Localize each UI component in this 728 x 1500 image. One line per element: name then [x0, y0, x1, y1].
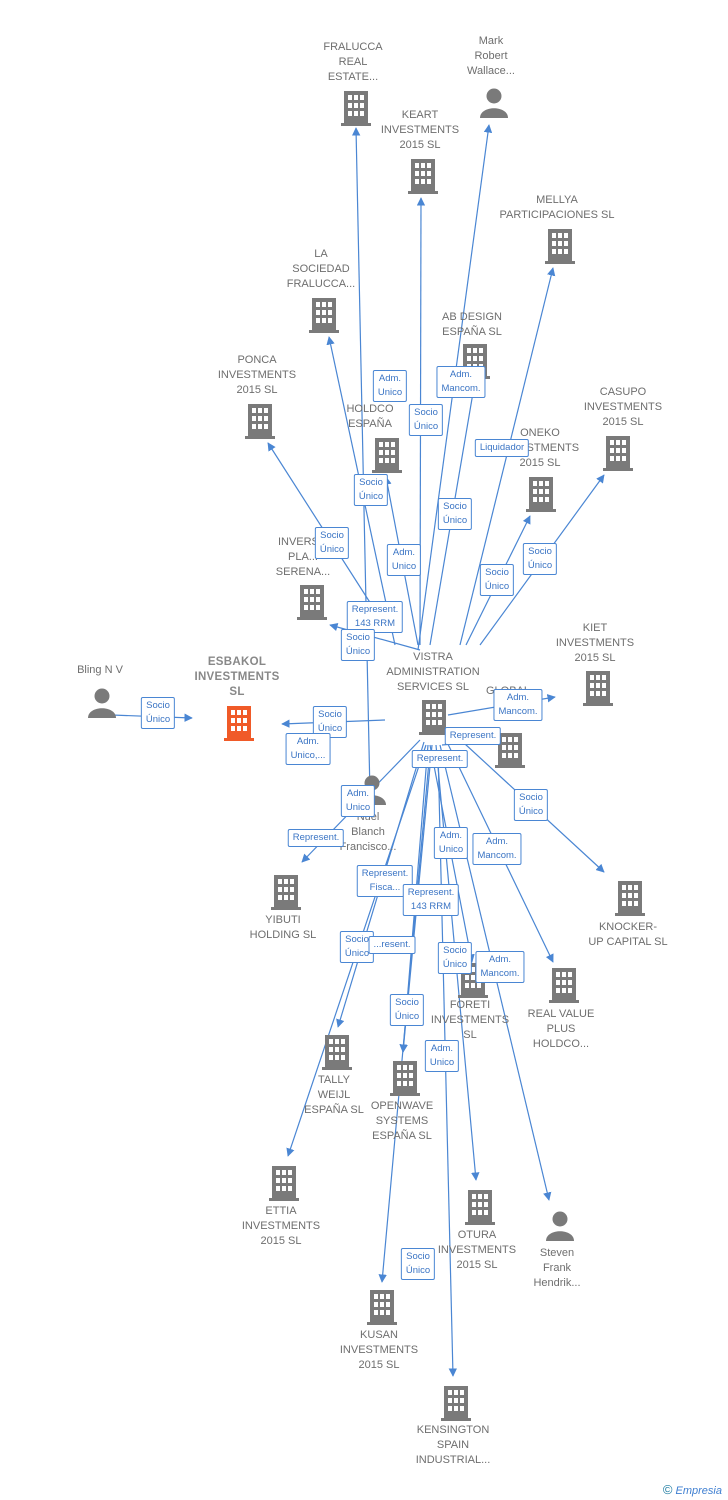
edge-label-31: Socio Único [400, 1248, 436, 1280]
node-label-kusan[interactable]: KUSAN INVESTMENTS 2015 SL [339, 1329, 419, 1371]
edge-label-9: Socio Único [522, 543, 558, 575]
edge-label-12: Socio Único [140, 697, 176, 729]
building-icon-yibuti[interactable] [271, 875, 301, 910]
edge-label-2: Socio Único [408, 404, 444, 436]
node-label-realvalue[interactable]: REAL VALUE PLUS HOLDCO... [527, 1008, 595, 1050]
edge-label-17: Represent. [411, 750, 469, 768]
building-icon-realvalue[interactable] [549, 968, 579, 1003]
node-label-ettia[interactable]: ETTIA INVESTMENTS 2015 SL [241, 1205, 321, 1247]
building-icon-ettia[interactable] [269, 1166, 299, 1201]
building-icon-knocker[interactable] [615, 881, 645, 916]
node-label-holdco[interactable]: HOLDCO ESPAÑA [346, 403, 394, 430]
building-icon-holdco[interactable] [372, 438, 402, 473]
node-label-ponca[interactable]: PONCA INVESTMENTS 2015 SL [217, 354, 297, 396]
node-label-openwave[interactable]: OPENWAVE SYSTEMS ESPAÑA SL [370, 1100, 434, 1142]
edge-label-16: Adm. Mancom. [493, 689, 543, 721]
node-label-mellya[interactable]: MELLYA PARTICIPACIONES SL [499, 194, 615, 221]
node-label-mark[interactable]: Mark Robert Wallace... [467, 35, 515, 77]
node-label-vistra[interactable]: VISTRA ADMINISTRATION SERVICES SL [386, 651, 480, 693]
building-icon-lasociedad[interactable] [309, 298, 339, 333]
node-label-keart[interactable]: KEART INVESTMENTS 2015 SL [380, 109, 460, 151]
edge-label-0: Adm. Unico [372, 370, 408, 402]
edge-label-30: Adm. Unico [424, 1040, 460, 1072]
building-icon-keart[interactable] [408, 159, 438, 194]
edge-label-22: Adm. Mancom. [472, 833, 522, 865]
building-icon-kusan[interactable] [367, 1290, 397, 1325]
building-icon-ponca[interactable] [245, 404, 275, 439]
node-label-knocker[interactable]: KNOCKER- UP CAPITAL SL [588, 921, 668, 948]
building-icon-tally[interactable] [322, 1035, 352, 1070]
edge-label-8: Socio Único [479, 564, 515, 596]
edge-label-24: Represent. 143 RRM [402, 884, 460, 916]
building-icon-invers[interactable] [297, 585, 327, 620]
node-label-invers[interactable]: INVERS... PLA... SERENA... [275, 536, 331, 578]
copyright-icon: © [662, 1482, 673, 1497]
credit-footer: © Empresia [663, 1482, 722, 1497]
edge-label-3: Liquidador [474, 439, 530, 457]
edge-line-0 [351, 127, 371, 796]
building-icon-esbakol[interactable] [224, 706, 254, 741]
building-icon-oneko[interactable] [526, 477, 556, 512]
edge-label-13: Socio Único [312, 706, 348, 738]
node-label-yibuti[interactable]: YIBUTI HOLDING SL [249, 914, 317, 941]
node-label-kiet[interactable]: KIET INVESTMENTS 2015 SL [555, 622, 635, 664]
edge-label-6: Socio Único [314, 527, 350, 559]
edge-label-26: ...resent. [368, 936, 416, 954]
building-icon-otura[interactable] [465, 1190, 495, 1225]
node-label-esbakol[interactable]: ESBAKOL INVESTMENTS SL [194, 656, 280, 698]
brand-name: Empresia [675, 1485, 722, 1497]
node-label-fralucca[interactable]: FRALUCCA REAL ESTATE... [323, 41, 383, 83]
node-label-otura[interactable]: OTURA INVESTMENTS 2015 SL [437, 1229, 517, 1271]
node-label-tally[interactable]: TALLY WEIJL ESPAÑA SL [304, 1074, 364, 1116]
building-icon-kiet[interactable] [583, 671, 613, 706]
edge-label-5: Socio Único [437, 498, 473, 530]
edge-label-20: Represent. [287, 829, 345, 847]
building-icon-kensington[interactable] [441, 1386, 471, 1421]
edge-label-27: Socio Único [437, 942, 473, 974]
node-label-steven[interactable]: Steven Frank Hendrik... [533, 1247, 581, 1289]
node-label-bling[interactable]: Bling N V [77, 664, 123, 676]
node-label-foreti[interactable]: FORETI INVESTMENTS SL [430, 999, 510, 1041]
edge-label-19: Socio Único [513, 789, 549, 821]
person-icon-bling[interactable] [88, 688, 116, 719]
edge-label-28: Adm. Mancom. [475, 951, 525, 983]
edge-label-1: Adm. Mancom. [436, 366, 486, 398]
node-label-kensington[interactable]: KENSINGTON SPAIN INDUSTRIAL... [415, 1424, 491, 1466]
node-label-abdesign[interactable]: AB DESIGN ESPAÑA SL [442, 311, 502, 338]
edge-label-25: Socio Único [339, 931, 375, 963]
edge-label-10: Represent. 143 RRM [346, 601, 404, 633]
edge-label-11: Socio Único [340, 629, 376, 661]
building-icon-mellya[interactable] [545, 229, 575, 264]
edge-label-7: Adm. Unico [386, 544, 422, 576]
edge-label-15: Represent. [444, 727, 502, 745]
edge-label-4: Socio Único [353, 474, 389, 506]
edge-label-29: Socio Único [389, 994, 425, 1026]
edge-label-18: Adm. Unico [340, 785, 376, 817]
node-label-casupo[interactable]: CASUPO INVESTMENTS 2015 SL [583, 386, 663, 428]
node-label-lasociedad[interactable]: LA SOCIEDAD FRALUCCA... [286, 248, 356, 290]
edge-label-14: Adm. Unico,... [285, 733, 331, 765]
edge-label-21: Adm. Unico [433, 827, 469, 859]
